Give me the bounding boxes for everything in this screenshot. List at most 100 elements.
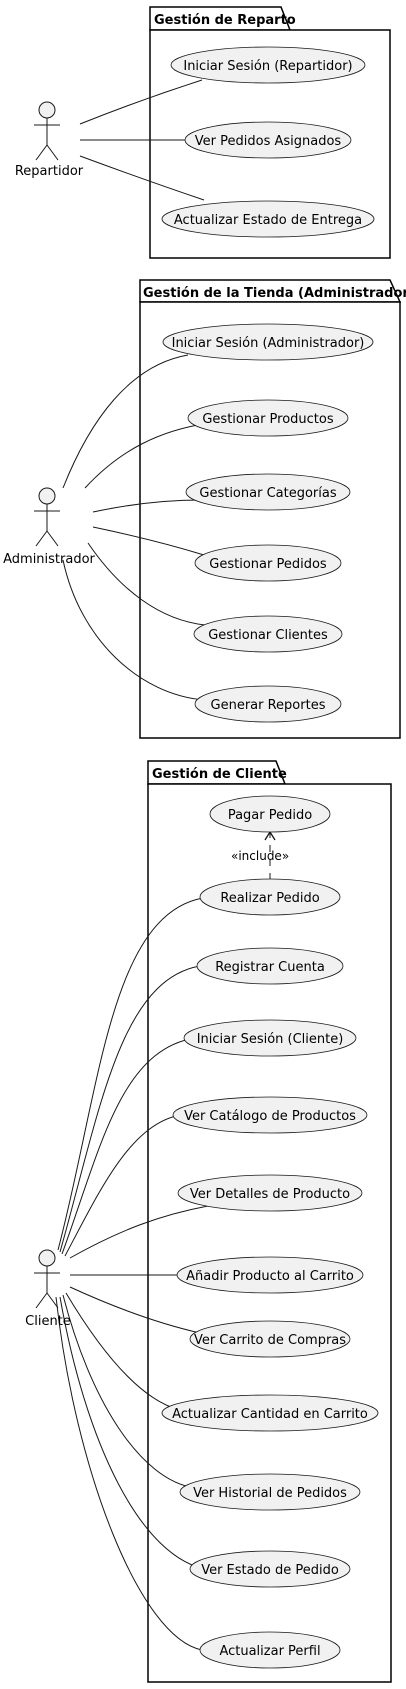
- use-case-realizar-pedido[interactable]: Realizar Pedido: [199, 878, 341, 916]
- association-line: [64, 1114, 181, 1257]
- use-case-label: Iniciar Sesión (Cliente): [197, 1032, 344, 1047]
- use-case-gestionar-categorias[interactable]: Gestionar Categorías: [185, 473, 351, 511]
- use-case-registrar-cuenta[interactable]: Registrar Cuenta: [196, 947, 344, 985]
- associations-repartidor: [79, 79, 205, 201]
- actor-repartidor[interactable]: Repartidor: [15, 101, 84, 179]
- association-line: [62, 559, 206, 701]
- use-case-ver-historial-pedidos[interactable]: Ver Historial de Pedidos: [179, 1473, 361, 1511]
- actor-label: Cliente: [25, 1314, 71, 1329]
- use-case-shape[interactable]: [199, 878, 341, 916]
- package-gestion-cliente: Gestión de Cliente: [147, 760, 392, 1683]
- use-case-shape[interactable]: [209, 795, 331, 833]
- association-line: [62, 1294, 196, 1489]
- use-case-shape[interactable]: [179, 1473, 361, 1511]
- use-case-shape[interactable]: [161, 1394, 379, 1432]
- use-case-pagar-pedido[interactable]: Pagar Pedido: [209, 795, 331, 833]
- use-case-shape[interactable]: [189, 1320, 351, 1358]
- use-case-label: Realizar Pedido: [220, 891, 319, 906]
- stick-figure-icon: [34, 1249, 60, 1309]
- use-case-label: Gestionar Clientes: [208, 628, 328, 643]
- use-case-iniciar-sesion-administrador[interactable]: Iniciar Sesión (Administrador): [162, 323, 374, 361]
- use-case-label: Actualizar Estado de Entrega: [174, 213, 362, 228]
- association-line: [59, 1296, 211, 1571]
- association-line: [57, 897, 204, 1251]
- use-case-actualizar-cantidad-carrito[interactable]: Actualizar Cantidad en Carrito: [161, 1394, 379, 1432]
- use-case-anadir-producto-carrito[interactable]: Añadir Producto al Carrito: [176, 1256, 364, 1294]
- use-case-ver-detalles-producto[interactable]: Ver Detalles de Producto: [177, 1174, 363, 1212]
- use-case-gestionar-pedidos[interactable]: Gestionar Pedidos: [194, 544, 342, 582]
- use-case-actualizar-perfil[interactable]: Actualizar Perfil: [199, 1631, 341, 1669]
- use-case-label: Iniciar Sesión (Administrador): [172, 336, 365, 351]
- use-case-shape[interactable]: [194, 685, 342, 723]
- use-case-shape[interactable]: [162, 323, 374, 361]
- use-case-iniciar-sesion-cliente[interactable]: Iniciar Sesión (Cliente): [183, 1019, 357, 1057]
- use-case-shape[interactable]: [193, 615, 343, 653]
- use-case-shape[interactable]: [194, 544, 342, 582]
- use-case-shape[interactable]: [170, 46, 366, 84]
- actor-label: Repartidor: [15, 164, 84, 179]
- use-case-ver-catalogo-productos[interactable]: Ver Catálogo de Productos: [172, 1096, 368, 1134]
- use-case-ver-carrito-compras[interactable]: Ver Carrito de Compras: [189, 1320, 351, 1358]
- package-title: Gestión de la Tienda (Administrador): [143, 286, 406, 301]
- use-case-label: Gestionar Pedidos: [209, 557, 327, 572]
- use-case-label: Gestionar Productos: [202, 412, 334, 427]
- association-line: [59, 965, 201, 1253]
- stick-figure-icon: [34, 101, 60, 161]
- use-case-shape[interactable]: [189, 1550, 351, 1588]
- use-case-shape[interactable]: [172, 1096, 368, 1134]
- use-case-label: Ver Historial de Pedidos: [193, 1486, 347, 1501]
- use-case-label: Generar Reportes: [211, 698, 326, 713]
- use-case-shape[interactable]: [199, 1631, 341, 1669]
- association-line: [79, 155, 205, 201]
- use-case-label: Actualizar Cantidad en Carrito: [172, 1407, 368, 1422]
- use-case-gestionar-productos[interactable]: Gestionar Productos: [187, 399, 349, 437]
- use-case-shape[interactable]: [187, 399, 349, 437]
- use-case-shape[interactable]: [183, 1019, 357, 1057]
- use-case-label: Iniciar Sesión (Repartidor): [183, 59, 352, 74]
- associations-cliente: [55, 897, 211, 1651]
- use-case-generar-reportes[interactable]: Generar Reportes: [194, 685, 342, 723]
- association-line: [92, 526, 205, 556]
- association-line: [92, 499, 201, 513]
- use-case-label: Pagar Pedido: [228, 808, 312, 823]
- stick-figure-icon: [34, 487, 60, 547]
- association-line: [87, 542, 206, 626]
- use-case-gestionar-clientes[interactable]: Gestionar Clientes: [193, 615, 343, 653]
- use-case-iniciar-sesion-repartidor[interactable]: Iniciar Sesión (Repartidor): [170, 46, 366, 84]
- use-case-shape[interactable]: [161, 200, 375, 238]
- package-frame: [139, 301, 401, 739]
- package-title: Gestión de Cliente: [152, 767, 287, 782]
- use-case-shape[interactable]: [176, 1256, 364, 1294]
- use-case-ver-estado-pedido[interactable]: Ver Estado de Pedido: [189, 1550, 351, 1588]
- association-line: [84, 422, 211, 489]
- use-case-label: Añadir Producto al Carrito: [186, 1269, 354, 1284]
- use-case-label: Ver Detalles de Producto: [190, 1187, 350, 1202]
- use-case-label: Ver Estado de Pedido: [201, 1563, 339, 1578]
- package-frame: [147, 783, 392, 1683]
- association-line: [69, 1205, 209, 1259]
- use-case-label: Ver Catálogo de Productos: [184, 1109, 356, 1124]
- use-case-shape[interactable]: [177, 1174, 363, 1212]
- actor-cliente[interactable]: Cliente: [25, 1249, 71, 1329]
- association-line: [55, 1296, 203, 1651]
- package-gestion-tienda: Gestión de la Tienda (Administrador): [139, 279, 406, 739]
- association-line: [65, 1292, 181, 1411]
- use-case-shape[interactable]: [196, 947, 344, 985]
- include-label: «include»: [231, 849, 289, 863]
- use-case-label: Registrar Cuenta: [215, 960, 325, 975]
- associations-administrador: [62, 354, 211, 701]
- use-case-actualizar-estado-entrega[interactable]: Actualizar Estado de Entrega: [161, 200, 375, 238]
- actor-administrador[interactable]: Administrador: [3, 487, 96, 567]
- use-case-shape[interactable]: [184, 121, 352, 159]
- association-line: [61, 1037, 196, 1255]
- use-case-ver-pedidos-asignados[interactable]: Ver Pedidos Asignados: [184, 121, 352, 159]
- actor-label: Administrador: [3, 552, 95, 567]
- use-case-label: Ver Carrito de Compras: [194, 1333, 346, 1348]
- use-case-label: Gestionar Categorías: [199, 486, 336, 501]
- use-case-shape[interactable]: [185, 473, 351, 511]
- use-case-label: Ver Pedidos Asignados: [195, 134, 342, 149]
- association-line: [62, 354, 189, 489]
- association-line: [79, 79, 203, 125]
- use-case-label: Actualizar Perfil: [219, 1644, 320, 1659]
